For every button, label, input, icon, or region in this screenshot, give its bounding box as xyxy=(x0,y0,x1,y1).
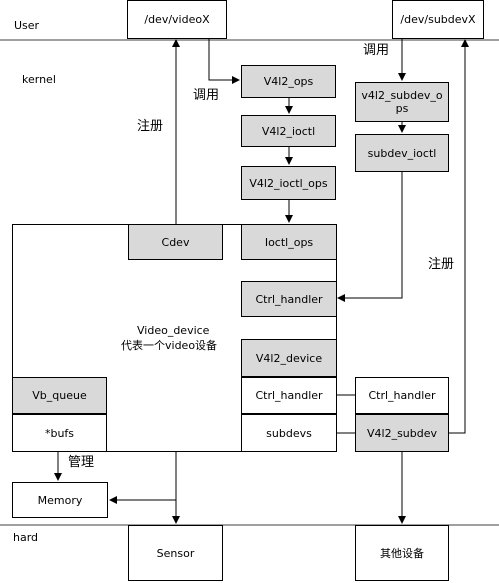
dev-subdevx-node: /dev/subdevX xyxy=(392,0,484,39)
call-label-left: 调用 xyxy=(193,88,220,103)
layer-label-kernel: kernel xyxy=(22,73,56,86)
v4l2-ops-box: V4l2_ops xyxy=(241,65,336,98)
layer-label-user: User xyxy=(14,19,40,32)
ctrl-handler-subdev-box: Ctrl_handler xyxy=(355,377,449,414)
bufs-box: *bufs xyxy=(12,414,107,452)
arrow-videox-to-ops xyxy=(208,39,240,84)
call-label-right: 调用 xyxy=(363,43,390,58)
vb-queue-box: Vb_queue xyxy=(12,377,107,414)
ioctl-ops-box: Ioctl_ops xyxy=(241,224,337,260)
video-device-title: Video_device xyxy=(137,324,210,337)
video-device-description: 代表一个video设备 xyxy=(121,339,218,352)
layer-label-hard: hard xyxy=(13,531,39,544)
manage-label: 管理 xyxy=(68,455,95,470)
subdevs-box: subdevs xyxy=(241,414,337,452)
v4l2-device-box: V4l2_device xyxy=(241,339,337,377)
register-label-right: 注册 xyxy=(428,257,455,272)
ctrl-handler-device-box: Ctrl_handler xyxy=(241,377,337,414)
cdev-box: Cdev xyxy=(128,224,223,260)
register-label-left: 注册 xyxy=(137,119,164,134)
arrow-subdev-register xyxy=(448,39,469,434)
arrow-subdevioctl-to-ctrlhandler xyxy=(337,172,403,302)
memory-box: Memory xyxy=(12,482,108,518)
v4l2-subdev-box: V4l2_subdev xyxy=(355,414,449,452)
dev-videox-node: /dev/videoX xyxy=(127,0,227,39)
subdev-ioctl-box: subdev_ioctl xyxy=(355,134,449,172)
sensor-box: Sensor xyxy=(128,525,223,581)
v4l2-ioctl-box: V4l2_ioctl xyxy=(241,115,336,147)
v4l2-subdev-ops-box: v4l2_subdev_o ps xyxy=(355,82,449,122)
v4l2-ioctl-ops-box: V4l2_ioctl_ops xyxy=(241,166,336,200)
ctrl-handler-main-box: Ctrl_handler xyxy=(241,281,337,317)
other-device-box: 其他设备 xyxy=(355,525,449,581)
